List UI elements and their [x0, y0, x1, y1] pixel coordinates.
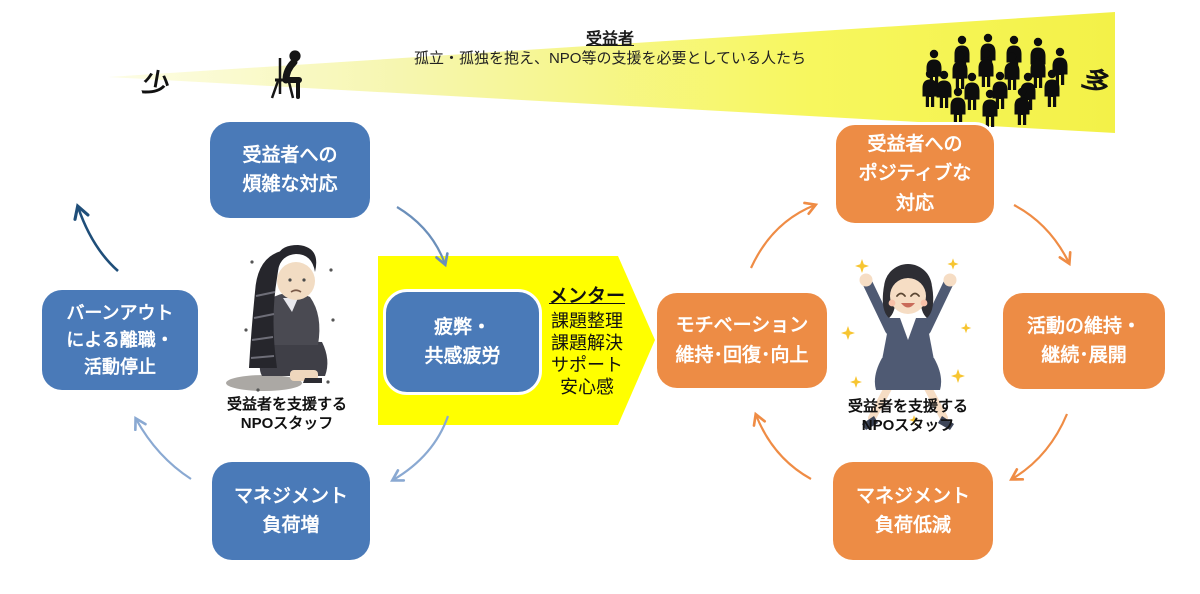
arrow-positive-to-activity [1013, 204, 1072, 267]
mentor-title: メンター [548, 286, 625, 307]
caption-burnout-staff: 受益者を支援する NPOスタッフ [226, 396, 347, 432]
arrow-complicated-to-fatigue [396, 206, 449, 268]
beam-subtitle: 孤立・孤独を抱え、NPO等の支援を必要としている人たち [413, 50, 807, 67]
beneficiary-beam-shape [108, 12, 1115, 133]
caption-happy-staff: 受益者を支援する NPOスタッフ [847, 398, 968, 434]
arrow-managementdown-to-motivation [752, 411, 812, 480]
mentor-support-list: メンター 課題整理 課題解決 サポート 安心感 [528, 286, 646, 398]
box-positive-response: 受益者への ポジティブな 対応 [833, 122, 997, 226]
mentor-item: サポート [551, 355, 623, 375]
box-burnout-quit: バーンアウト による離職・ 活動停止 [42, 290, 198, 390]
positive-cycle-arrows [749, 201, 1072, 481]
lonely-person-icon [270, 50, 302, 99]
arrow-fatigue-to-management [390, 415, 450, 482]
burnout-staff-illustration [226, 245, 335, 392]
mentor-item: 課題整理 [551, 311, 623, 331]
box-management-load-increase: マネジメント 負荷増 [212, 462, 370, 560]
box-fatigue: 疲弊・ 共感疲労 [383, 289, 542, 395]
mentor-item: 安心感 [560, 377, 614, 397]
arrow-burnout-exit [73, 203, 119, 272]
mentor-item: 課題解決 [551, 333, 623, 353]
box-management-load-decrease: マネジメント 負荷低減 [833, 462, 993, 560]
box-motivation: モチベーション 維持･回復･向上 [657, 293, 827, 388]
beam-title: 受益者 [585, 31, 634, 48]
negative-cycle-arrows [73, 203, 450, 482]
box-complicated-response: 受益者への 煩雑な対応 [210, 122, 370, 218]
arrow-activity-to-managementdown [1009, 413, 1069, 481]
arrow-motivation-to-positive [749, 201, 819, 269]
arrow-management-to-burnout [134, 415, 192, 480]
box-activity-continuation: 活動の維持・ 継続･展開 [1003, 293, 1165, 389]
happy-staff-illustration [841, 258, 972, 430]
